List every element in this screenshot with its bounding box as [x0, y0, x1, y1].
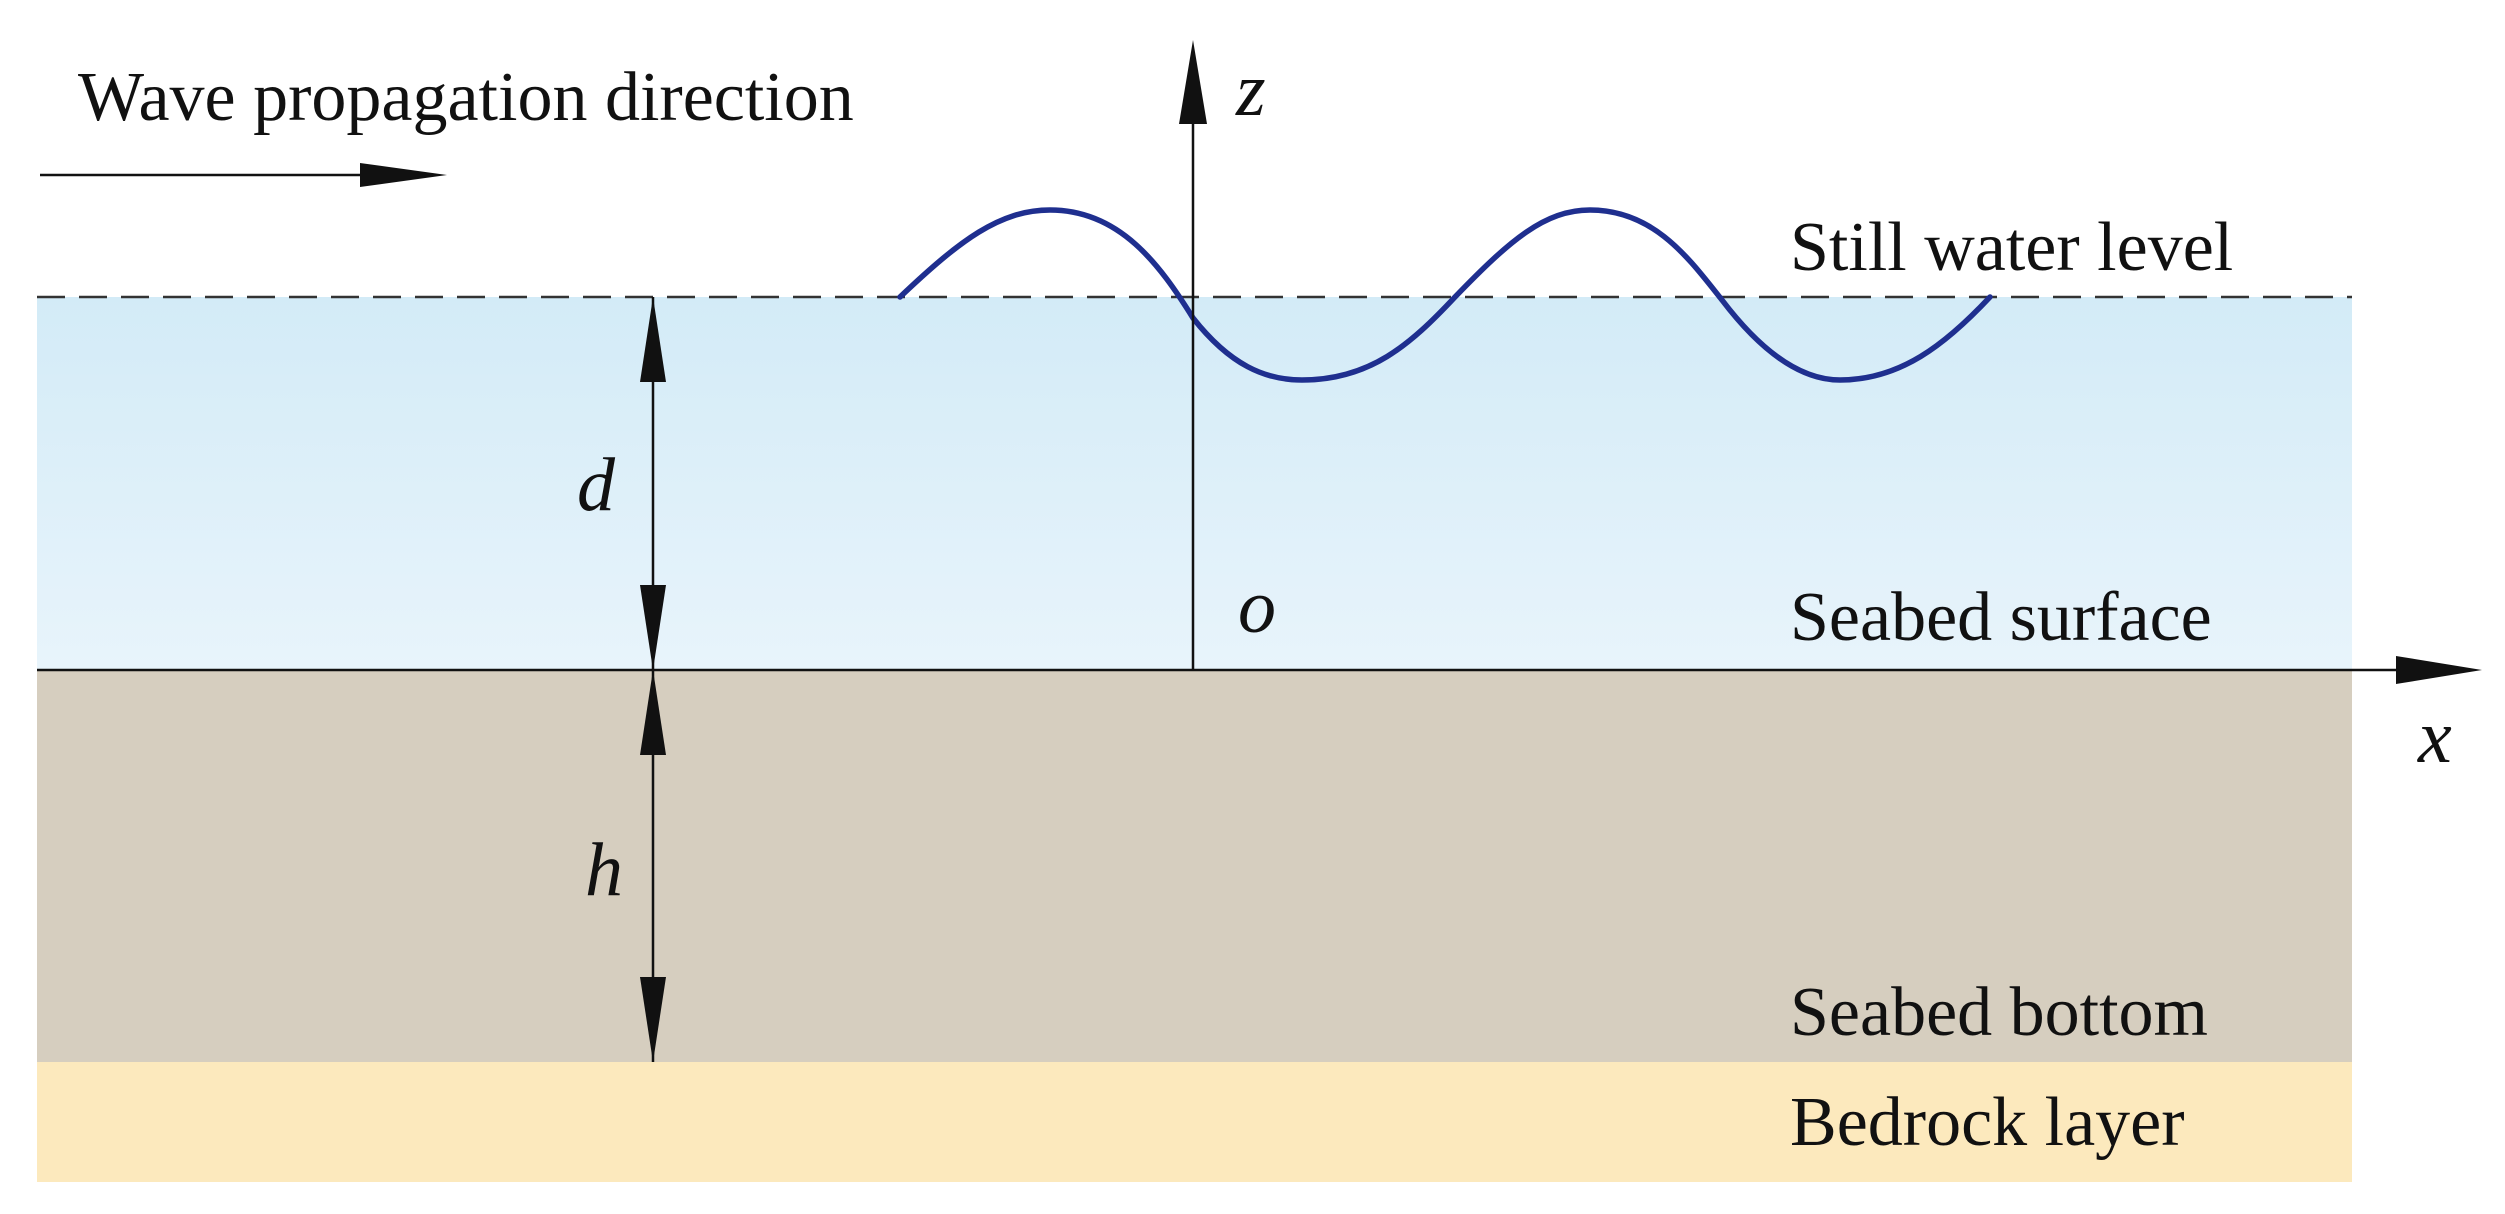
z-axis-arrowhead: [1179, 40, 1207, 124]
wave-profile: [897, 207, 1993, 383]
x-axis-symbol: x: [2417, 695, 2452, 779]
seabed-bottom-label: Seabed bottom: [1790, 974, 2208, 1051]
origin-symbol: o: [1238, 565, 1276, 649]
water-depth-arrowhead-top: [640, 297, 666, 382]
seabed-surface-label: Seabed surface: [1790, 579, 2212, 656]
z-axis-symbol: z: [1235, 48, 1266, 132]
bedrock-layer-label: Bedrock layer: [1790, 1084, 2185, 1161]
seabed-thickness-symbol: h: [585, 828, 623, 912]
wave-direction-arrowhead: [360, 163, 447, 187]
water-depth-symbol: d: [577, 443, 616, 527]
still-water-level-label: Still water level: [1790, 209, 2233, 286]
water-depth-arrowhead-bottom: [640, 585, 666, 670]
water-layer: [37, 297, 2352, 670]
seabed-thickness-arrowhead-top: [640, 670, 666, 755]
bedrock-layer: [37, 1062, 2352, 1182]
seabed-layer: [37, 670, 2352, 1062]
x-axis-arrowhead: [2396, 656, 2482, 684]
wave-direction-label: Wave propagation direction: [78, 59, 854, 136]
seabed-thickness-arrowhead-bottom: [640, 977, 666, 1062]
